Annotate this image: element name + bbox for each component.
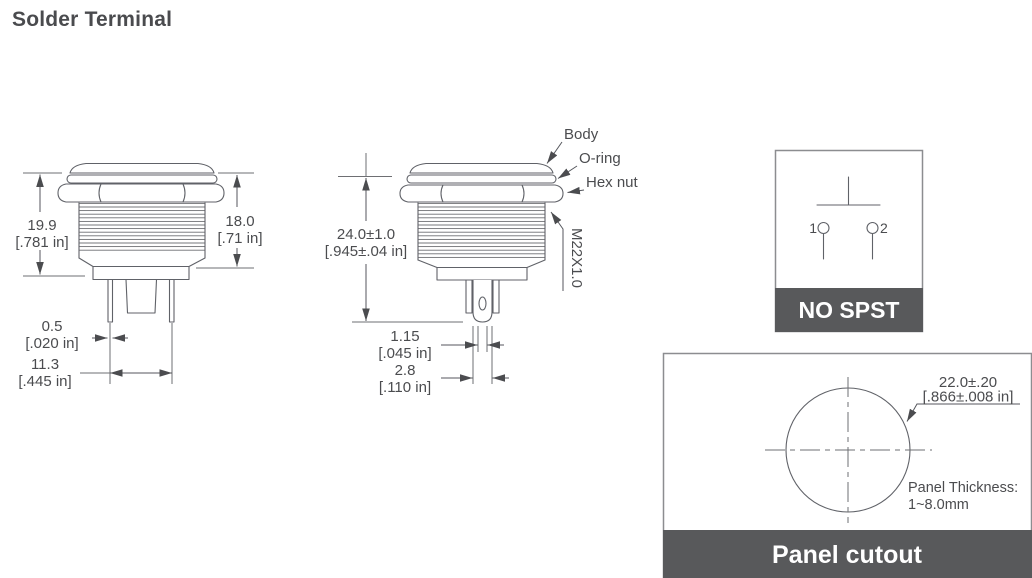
circuit-caption-bar [775,288,923,332]
terminal-thickness-inch: [.045 in] [378,345,431,362]
pin-thickness-mm: 0.5 [42,318,63,335]
thread-spec-label: M22X1.0 [568,228,585,288]
terminal-width-dimension: 2.8 [.110 in] [379,362,509,396]
front-oring [406,174,557,184]
spst-circuit-symbol: 1 2 [809,176,888,260]
side-hexnut [57,183,225,203]
side-threads [78,202,206,259]
circuit-caption: NO SPST [799,297,900,323]
front-view-drawing: 24.0±1.0 [.945±.04 in] 1.15 [.045 in] 2.… [325,126,639,396]
hexnut-label: Hex nut [586,174,639,191]
terminal-extension-lines [472,326,493,384]
body-height-dimension: 18.0 [.71 in] [196,172,263,269]
hole-diameter-mm: 22.0±.20 [939,374,997,391]
hole-diameter-dimension: 22.0±.20 [.866±.008 in] [906,374,1020,422]
side-view-drawing: 19.9 [.781 in] 18.0 [.71 in] 0.5 [.020 i… [15,162,263,390]
overall-height-inch: [.781 in] [15,234,68,251]
circuit-pin2-label: 2 [880,220,888,236]
label-oring: O-ring [557,150,621,179]
hole-diameter-inch: [.866±.008 in] [923,389,1014,406]
side-cap [69,162,215,174]
terminal-solder-hole [478,296,487,311]
terminal-thickness-mm: 1.15 [390,328,419,345]
pin-spacing-mm: 11.3 [31,356,59,373]
pin-thickness-dimension: 0.5 [.020 in] [25,318,128,352]
side-pins [107,278,175,323]
overall-length-dimension: 24.0±1.0 [.945±.04 in] [325,153,463,323]
circuit-diagram-box: 1 2 NO SPST [774,149,924,333]
front-cap [409,162,554,174]
pin-spacing-inch: [.445 in] [18,373,71,390]
side-oring [66,174,218,184]
overall-height-dimension: 19.9 [.781 in] [15,172,85,277]
body-label: Body [564,126,599,143]
panel-cutout-box: 22.0±.20 [.866±.008 in] Panel Thickness:… [662,352,1032,578]
label-hexnut: Hex nut [567,174,639,195]
overall-length-inch: [.945±.04 in] [325,243,407,260]
terminal-width-inch: [.110 in] [379,379,431,396]
label-body: Body [546,126,599,164]
circuit-pin1-label: 1 [809,220,817,236]
pin-thickness-inch: [.020 in] [25,335,78,352]
front-terminals [465,279,500,323]
label-thread-spec: M22X1.0 [550,211,585,291]
overall-height-mm: 19.9 [27,217,56,234]
panel-thickness-value: 1~8.0mm [908,497,969,513]
terminal-thickness-dimension: 1.15 [.045 in] [378,328,504,362]
side-body-base [78,257,206,281]
body-height-mm: 18.0 [225,213,254,230]
overall-length-mm: 24.0±1.0 [337,226,395,243]
panel-caption: Panel cutout [772,541,923,569]
terminal-width-mm: 2.8 [395,362,416,379]
front-threads [417,202,546,261]
page-title: Solder Terminal [12,8,173,31]
body-height-inch: [.71 in] [217,230,262,247]
panel-thickness-label: Panel Thickness: [908,480,1018,496]
front-hexnut [399,184,564,203]
pin-spacing-dimension: 11.3 [.445 in] [18,356,172,390]
panel-caption-bar [663,530,1032,578]
front-center-terminal [472,280,493,323]
front-body-base [417,259,546,281]
oring-label: O-ring [579,150,621,167]
side-terminal-block [125,278,158,314]
